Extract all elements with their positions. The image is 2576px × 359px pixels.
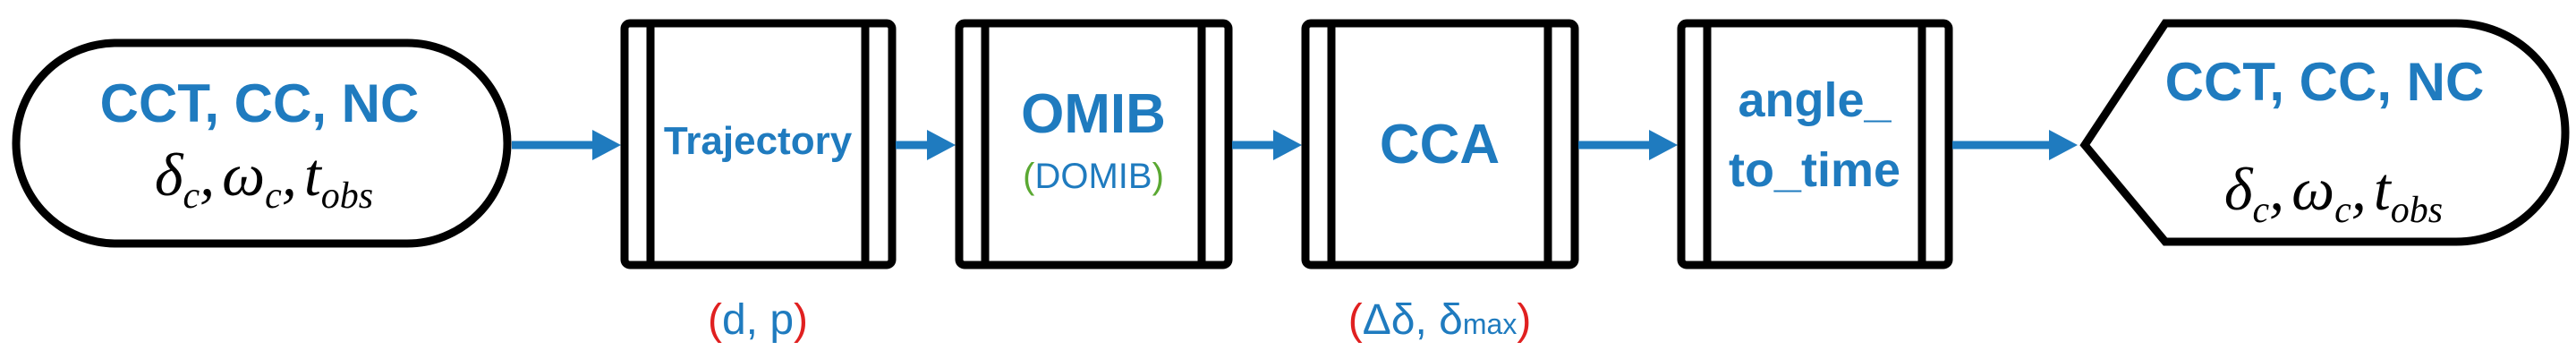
trajectory-box (620, 19, 897, 269)
omib-box (955, 19, 1233, 269)
angle-to-time-box (1677, 19, 1953, 269)
output-display: CCT, CC, NC δc,ωc,tobs (2079, 19, 2570, 246)
input-terminator: CCT, CC, NC δc,ωc,tobs (12, 38, 512, 248)
output-title: CCT, CC, NC (2165, 52, 2485, 112)
cca-block: CCA (1301, 19, 1579, 269)
input-title: CCT, CC, NC (100, 73, 420, 133)
trajectory-block: Trajectory (620, 19, 897, 269)
input-terminator-shape (12, 38, 512, 248)
cca-label: CCA (1380, 114, 1500, 175)
cca-params: (Δδ, δmax) (1348, 296, 1532, 344)
omib-label: OMIB (1021, 83, 1166, 145)
angle-to-time-label-line2: to_time (1729, 143, 1900, 197)
angle-to-time-block: angle_ to_time (1677, 19, 1953, 269)
arrow-angle-to-time-to-output (1952, 130, 2078, 160)
omib-sublabel: (DOMIB) (1023, 157, 1164, 196)
output-display-shape (2079, 19, 2570, 246)
trajectory-params: (d, p) (708, 296, 808, 344)
omib-block: OMIB (DOMIB) (955, 19, 1233, 269)
trajectory-label: Trajectory (664, 119, 853, 163)
output-math: δc,ωc,tobs (2224, 155, 2443, 231)
cca-box (1301, 19, 1579, 269)
arrow-omib-to-cca (1232, 130, 1302, 160)
arrow-input-to-trajectory (512, 130, 621, 160)
arrow-cca-to-angle-to-time (1578, 130, 1678, 160)
arrow-trajectory-to-omib (896, 130, 956, 160)
angle-to-time-label-line1: angle_ (1738, 73, 1892, 127)
input-math: δc,ωc,tobs (155, 141, 373, 217)
